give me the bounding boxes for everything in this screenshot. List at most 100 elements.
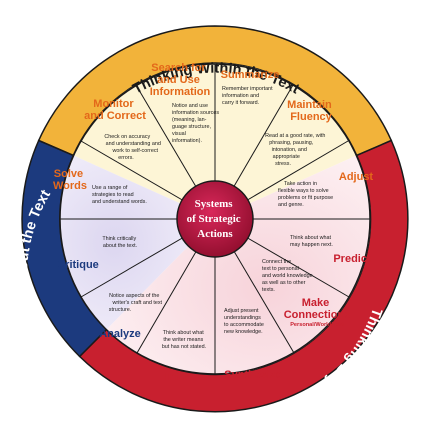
segment-infer: Think about what the writer means but ha… [162, 330, 206, 383]
title-line: Critique [57, 259, 99, 271]
description-line: Remember important [222, 86, 273, 92]
zone-about [59, 155, 215, 330]
description-line: problems or fit purpose [278, 195, 333, 201]
description-line: texts. [262, 287, 275, 293]
segment-title: Search for and Use Information [150, 62, 211, 98]
segment-critique: Think critically about the text. Critiqu… [57, 236, 137, 271]
description-line: intonation, and [272, 147, 307, 153]
description-line: may happen next. [290, 242, 333, 248]
description-line: strategies to read [92, 192, 134, 198]
description-line: appropriate [273, 154, 300, 160]
description-line: guage structure, [172, 124, 211, 130]
segment-synthesize: Adjust present understandings to accommo… [224, 308, 282, 381]
segment-description: Adjust present understandings to accommo… [224, 308, 265, 335]
segment-description: Remember important information and carry… [222, 86, 274, 106]
description-line: new knowledge. [224, 329, 263, 335]
segment-description: Notice and use information sources (mean… [172, 103, 221, 144]
description-line: and understand words. [92, 199, 147, 205]
description-line: but has not stated. [162, 344, 206, 350]
segment-title: Analyze [99, 328, 141, 340]
description-line: as well as to other [262, 280, 306, 286]
title-line: Connections [284, 309, 351, 321]
title-line: Adjust [339, 171, 374, 183]
hub-circle [176, 180, 254, 258]
title-line: Monitor [93, 98, 134, 110]
description-line: stress. [275, 161, 291, 167]
description-line: Notice and use [172, 103, 208, 109]
segment-title: Infer [165, 371, 190, 383]
segment-title: Maintain Fluency [287, 99, 335, 123]
segment-solve-words: Solve Words Use a range of strategies to… [53, 168, 147, 205]
hub-line: of Strategic [187, 213, 241, 225]
segment-description: Read at a good rate, with phrasing, paus… [265, 133, 327, 167]
description-line: Think about what [290, 235, 332, 241]
description-line: errors. [118, 155, 134, 161]
segment-title: Predict [333, 253, 371, 265]
description-line: structure. [109, 307, 131, 313]
title-line: Words [53, 180, 87, 192]
segment-description: Use a range of strategies to read and un… [92, 185, 147, 205]
segment-predict: Think about what may happen next. Predic… [290, 235, 371, 265]
description-line: understandings [224, 315, 261, 321]
title-line: Infer [165, 371, 190, 383]
description-line: writer's craft and text [111, 300, 162, 306]
segment-subtitle: Personal/World/Text [290, 322, 344, 328]
title-line: Fluency [290, 111, 332, 123]
title-line: and Use [157, 74, 200, 86]
description-line: flexible ways to solve [278, 188, 329, 194]
title-line: Analyze [99, 328, 141, 340]
segment-description: Think about what may happen next. [290, 235, 333, 248]
segment-title: Make Connections [284, 297, 351, 321]
segments: Search for and Use Information Notice an… [53, 62, 373, 383]
description-line: Use a range of [92, 185, 128, 191]
segment-adjust: Adjust Take action in flexible ways to s… [278, 171, 373, 208]
segment-summarize: Summarize Remember important information… [221, 69, 280, 106]
center-hub: Systems of Strategic Actions [176, 180, 254, 258]
segment-title: Summarize [221, 69, 280, 81]
description-line: text to personal [262, 266, 299, 272]
title-line: Synthesize [224, 369, 281, 381]
description-line: Connect the [262, 259, 291, 265]
description-line: to accommodate [224, 322, 264, 328]
hub-line: Systems [195, 198, 234, 210]
segment-description: Notice aspects of the writer's craft and… [109, 293, 164, 313]
description-line: Think about what [163, 330, 205, 336]
segment-description: Take action in flexible ways to solve pr… [278, 181, 335, 208]
segment-maintain-fluency: Maintain Fluency Read at a good rate, wi… [265, 99, 335, 167]
hub-label: Systems of Strategic Actions [187, 198, 244, 240]
description-line: visual [172, 131, 186, 137]
segment-description: Check on accuracy and understanding and … [104, 134, 162, 161]
segment-title: Adjust [339, 171, 374, 183]
segment-description: Connect the text to personal and world k… [262, 259, 314, 293]
description-line: the writer means [163, 337, 203, 343]
segment-title: Solve Words [53, 168, 87, 192]
description-line: information sources [172, 110, 219, 116]
description-line: carry it forward. [222, 100, 259, 106]
description-line: (meaning, lan- [172, 117, 207, 123]
title-line: Predict [333, 253, 371, 265]
segment-title: Monitor and Correct [84, 98, 146, 122]
segment-monitor-and-correct: Monitor and Correct Check on accuracy an… [84, 98, 162, 161]
segment-make-connections: Connect the text to personal and world k… [262, 259, 350, 328]
description-line: Adjust present [224, 308, 259, 314]
title-line: Summarize [221, 69, 280, 81]
description-line: and understanding and [106, 141, 161, 147]
segment-title: Critique [57, 259, 99, 271]
description-line: phrasing, pausing, [269, 140, 314, 146]
title-line: Maintain [287, 99, 332, 111]
description-line: information and [222, 93, 259, 99]
description-line: information). [172, 138, 202, 144]
description-line: and world knowledge [262, 273, 313, 279]
description-line: Check on accuracy [104, 134, 150, 140]
segment-search-and-use-information: Search for and Use Information Notice an… [150, 62, 221, 144]
description-line: work to self-correct [111, 148, 158, 154]
segment-analyze: Notice aspects of the writer's craft and… [99, 293, 164, 340]
description-line: about the text. [103, 243, 137, 249]
description-line: Think critically [102, 236, 136, 242]
title-line: and Correct [84, 110, 146, 122]
description-line: Notice aspects of the [109, 293, 159, 299]
title-line: Solve [54, 168, 83, 180]
segment-description: Think about what the writer means but ha… [162, 330, 206, 350]
title-line: Information [150, 86, 211, 98]
